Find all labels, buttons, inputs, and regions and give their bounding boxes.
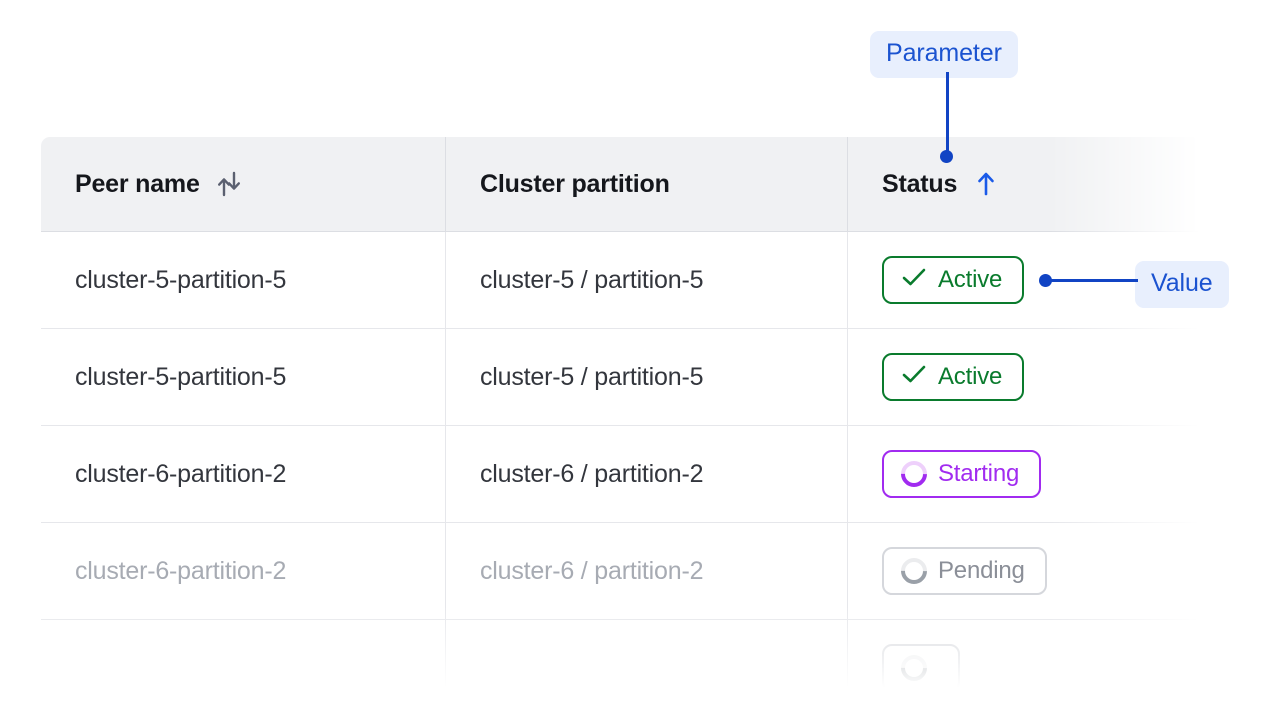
table-row[interactable]: cluster-5-partition-5 cluster-5 / partit… — [41, 231, 1200, 329]
cell-cluster-partition: cluster-5 / partition-5 — [445, 328, 848, 426]
spinner-icon — [895, 649, 933, 687]
status-badge-pending: Pending — [882, 547, 1047, 595]
status-label: Pending — [938, 557, 1025, 584]
column-header-label: Cluster partition — [480, 169, 670, 198]
annotation-connector-vertical — [946, 72, 949, 156]
status-badge-starting: Starting — [882, 450, 1042, 498]
annotation-badge-parameter: Parameter — [870, 31, 1018, 78]
status-label: Active — [938, 363, 1003, 390]
column-header-label: Peer name — [75, 169, 200, 198]
peers-table: Peer name Cluster partit — [40, 136, 1201, 717]
spinner-icon — [895, 552, 933, 590]
annotation-badge-value: Value — [1135, 261, 1229, 308]
annotation-connector-horizontal — [1046, 279, 1138, 282]
cell-cluster-partition — [445, 619, 848, 716]
cell-status: Active — [847, 328, 1200, 426]
cell-peer-name: cluster-5-partition-5 — [41, 231, 446, 329]
table-row[interactable]: cluster-5-partition-5 cluster-5 / partit… — [41, 328, 1200, 426]
status-label: Starting — [938, 460, 1020, 487]
table-body: cluster-5-partition-5 cluster-5 / partit… — [41, 231, 1201, 717]
peers-table-container: Peer name Cluster partit — [40, 136, 1201, 717]
cell-status: Pending — [847, 522, 1200, 620]
column-header-peer-name[interactable]: Peer name — [41, 137, 446, 232]
table-row[interactable]: cluster-6-partition-2 cluster-6 / partit… — [41, 425, 1200, 523]
spinner-icon — [895, 455, 933, 493]
cell-status — [848, 620, 1201, 717]
cell-status: Active — [847, 231, 1200, 329]
status-badge-active: Active — [882, 256, 1025, 304]
table-header-row: Peer name Cluster partit — [41, 137, 1200, 232]
cell-peer-name: cluster-6-partition-2 — [41, 522, 446, 620]
table-row[interactable] — [41, 619, 1201, 717]
cell-peer-name: cluster-6-partition-2 — [41, 425, 446, 523]
cell-cluster-partition: cluster-6 / partition-2 — [445, 425, 848, 523]
column-header-label: Status — [882, 169, 958, 198]
table-header: Peer name Cluster partit — [41, 137, 1200, 232]
cell-cluster-partition: cluster-6 / partition-2 — [445, 522, 848, 620]
arrow-up-icon[interactable] — [973, 169, 999, 199]
cell-peer-name: cluster-5-partition-5 — [41, 328, 446, 426]
annotation-anchor-dot-parameter — [940, 150, 953, 163]
column-header-status[interactable]: Status — [847, 137, 1200, 232]
annotation-anchor-dot-value — [1039, 274, 1052, 287]
column-header-cluster-partition[interactable]: Cluster partition — [445, 137, 848, 232]
status-label: Active — [938, 266, 1003, 293]
check-icon — [901, 266, 927, 294]
cell-cluster-partition: cluster-5 / partition-5 — [445, 231, 848, 329]
status-badge-active: Active — [882, 353, 1025, 401]
sort-updown-icon[interactable] — [216, 169, 242, 199]
cell-peer-name — [41, 619, 446, 716]
status-badge-pending — [882, 644, 960, 692]
cell-status: Starting — [847, 425, 1200, 523]
check-icon — [901, 363, 927, 391]
table-row[interactable]: cluster-6-partition-2 cluster-6 / partit… — [41, 522, 1200, 620]
